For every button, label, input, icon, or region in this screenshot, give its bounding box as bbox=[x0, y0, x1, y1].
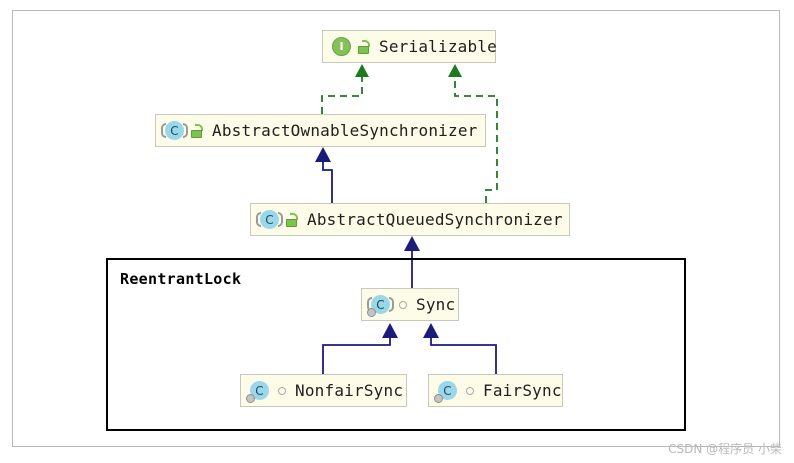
class-node-serializable[interactable]: I Serializable bbox=[322, 30, 497, 63]
class-node-fair-sync[interactable]: C FairSync bbox=[428, 374, 563, 407]
node-icons-abstract-ownable-synchronizer: C bbox=[161, 121, 203, 140]
class-node-abstract-queued-synchronizer[interactable]: C AbstractQueuedSynchronizer bbox=[250, 203, 570, 236]
public-lock-icon bbox=[357, 39, 370, 54]
abstract-class-icon: C bbox=[161, 121, 188, 140]
package-private-icon bbox=[399, 300, 407, 309]
interface-icon: I bbox=[332, 37, 351, 56]
node-icons-nonfair-sync: C bbox=[246, 381, 286, 403]
class-node-label: FairSync bbox=[483, 381, 562, 400]
node-icons-fair-sync: C bbox=[434, 381, 474, 403]
abstract-class-icon: C bbox=[256, 210, 283, 229]
class-node-nonfair-sync[interactable]: C NonfairSync bbox=[240, 374, 407, 407]
abstract-inner-class-icon: C bbox=[367, 295, 394, 317]
edge-aos-implements-serializable bbox=[321, 64, 369, 114]
class-node-label: AbstractQueuedSynchronizer bbox=[307, 210, 563, 229]
public-lock-icon bbox=[285, 212, 298, 227]
package-private-icon bbox=[278, 386, 286, 395]
node-icons-sync: C bbox=[367, 295, 407, 317]
class-node-label: NonfairSync bbox=[295, 381, 404, 400]
group-reentrantlock[interactable] bbox=[106, 258, 686, 431]
class-node-abstract-ownable-synchronizer[interactable]: C AbstractOwnableSynchronizer bbox=[155, 114, 486, 147]
class-node-label: AbstractOwnableSynchronizer bbox=[212, 121, 478, 140]
inner-class-icon: C bbox=[246, 381, 269, 403]
node-icons-serializable: I bbox=[332, 37, 370, 56]
group-reentrantlock-label: ReentrantLock bbox=[120, 270, 242, 288]
package-private-icon bbox=[466, 386, 474, 395]
inner-class-badge-icon bbox=[434, 394, 443, 403]
inner-class-badge-icon bbox=[367, 308, 376, 317]
edge-aqs-extends-aos bbox=[315, 147, 333, 203]
class-node-label: Sync bbox=[416, 295, 456, 314]
inner-class-badge-icon bbox=[246, 394, 255, 403]
class-node-label: Serializable bbox=[379, 37, 497, 56]
node-icons-abstract-queued-synchronizer: C bbox=[256, 210, 298, 229]
class-node-sync[interactable]: C Sync bbox=[361, 288, 459, 321]
inner-class-icon: C bbox=[434, 381, 457, 403]
csdn-watermark: CSDN @程序员 小柴 bbox=[668, 442, 782, 456]
public-lock-icon bbox=[190, 123, 203, 138]
